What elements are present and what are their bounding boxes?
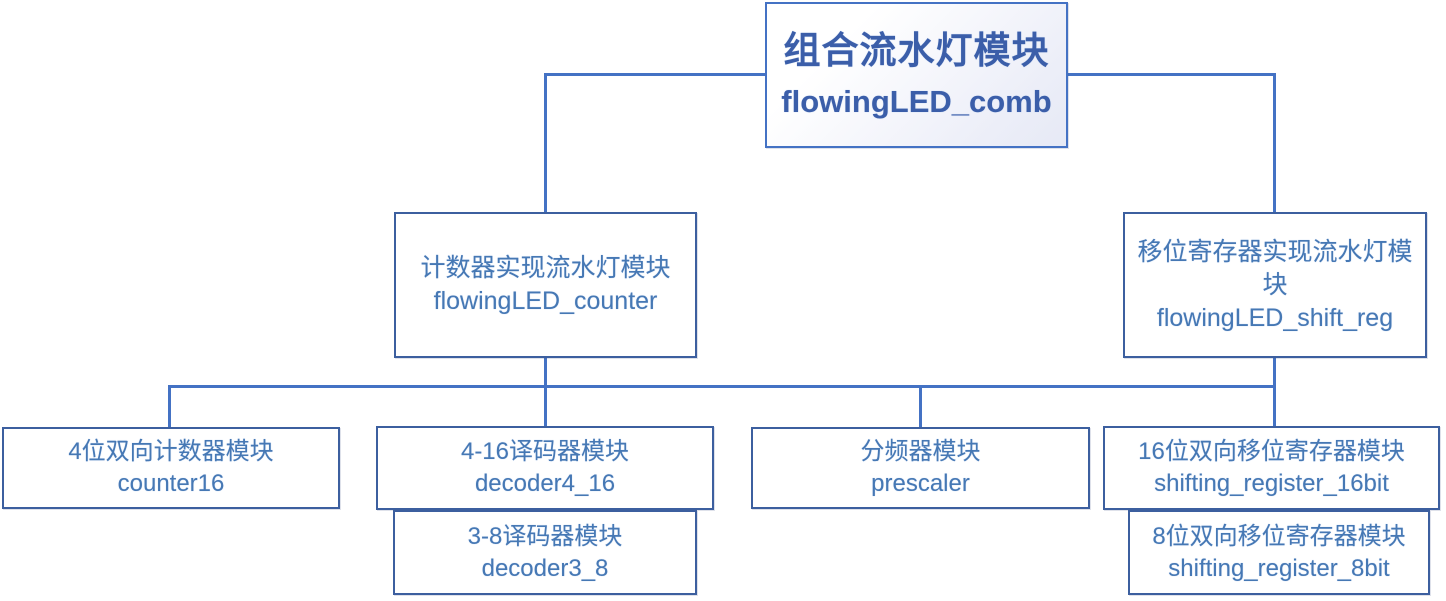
connector-counter-branch-down-vertical bbox=[544, 357, 547, 427]
node-label-zh: 移位寄存器实现流水灯模块 bbox=[1137, 237, 1413, 299]
node-label-en: flowingLED_counter bbox=[433, 287, 658, 315]
node-flowingled-shift-reg: 移位寄存器实现流水灯模块 flowingLED_shift_reg bbox=[1123, 212, 1427, 358]
node-label-en: decoder4_16 bbox=[474, 470, 616, 497]
connector-root-to-counter-branch-horizontal bbox=[545, 73, 767, 76]
node-label-en: counter16 bbox=[117, 470, 225, 497]
node-label-en: flowingLED_shift_reg bbox=[1156, 303, 1394, 332]
node-label-zh: 16位双向移位寄存器模块 bbox=[1138, 438, 1405, 466]
node-label-zh: 计数器实现流水灯模块 bbox=[420, 254, 671, 282]
node-flowingled-counter: 计数器实现流水灯模块 flowingLED_counter bbox=[394, 212, 697, 358]
connector-root-to-shift-branch-horizontal bbox=[1066, 73, 1276, 76]
connector-children-rail-horizontal bbox=[169, 385, 1276, 388]
node-label-zh: 4-16译码器模块 bbox=[460, 438, 630, 466]
node-label-en: flowingLED_comb bbox=[781, 83, 1052, 119]
node-flowingled-comb: 组合流水灯模块 flowingLED_comb bbox=[765, 2, 1068, 148]
node-decoder4-16: 4-16译码器模块 decoder4_16 bbox=[376, 426, 714, 510]
connector-shift-branch-down-vertical bbox=[1273, 357, 1276, 427]
connector-root-to-counter-branch-vertical bbox=[544, 73, 547, 213]
connector-root-to-shift-branch-vertical bbox=[1273, 73, 1276, 213]
node-label-en: decoder3_8 bbox=[481, 554, 609, 582]
node-shifting-register-8bit: 8位双向移位寄存器模块 shifting_register_8bit bbox=[1128, 510, 1430, 595]
connector-drop-to-counter16 bbox=[168, 385, 171, 428]
node-label-zh: 4位双向计数器模块 bbox=[68, 438, 274, 466]
node-label-en: shifting_register_8bit bbox=[1168, 554, 1390, 582]
node-label-zh: 组合流水灯模块 bbox=[783, 30, 1050, 72]
node-label-zh: 3-8译码器模块 bbox=[467, 522, 623, 550]
connector-drop-to-prescaler bbox=[919, 385, 922, 428]
node-label-zh: 分频器模块 bbox=[860, 438, 981, 466]
node-label-en: shifting_register_16bit bbox=[1154, 470, 1389, 497]
node-label-zh: 8位双向移位寄存器模块 bbox=[1152, 522, 1406, 550]
node-prescaler: 分频器模块 prescaler bbox=[751, 427, 1090, 509]
node-counter16: 4位双向计数器模块 counter16 bbox=[2, 427, 340, 509]
node-shifting-register-16bit: 16位双向移位寄存器模块 shifting_register_16bit bbox=[1103, 426, 1440, 510]
node-decoder3-8: 3-8译码器模块 decoder3_8 bbox=[393, 510, 697, 595]
node-label-en: prescaler bbox=[871, 470, 970, 497]
